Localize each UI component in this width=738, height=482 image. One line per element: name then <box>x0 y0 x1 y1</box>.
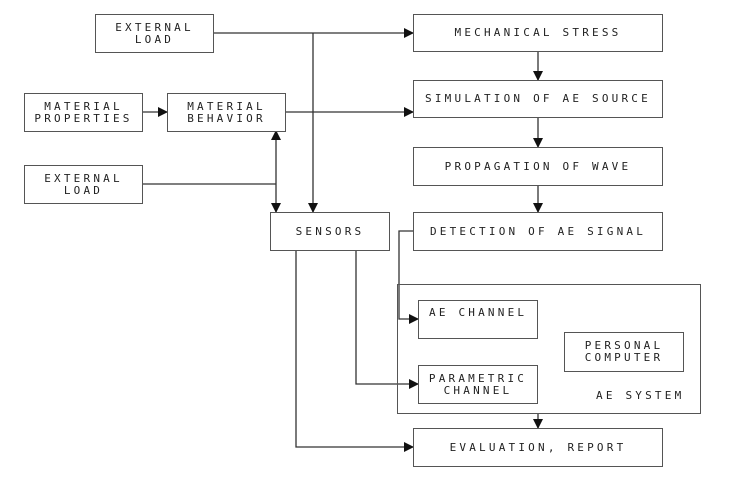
ae-system-container <box>397 284 701 414</box>
node-material-properties: MATERIAL PROPERTIES <box>24 93 143 132</box>
node-simulation-ae-source: SIMULATION OF AE SOURCE <box>413 80 663 118</box>
node-ae-channel: AE CHANNEL <box>418 300 538 339</box>
node-sensors: SENSORS <box>270 212 390 251</box>
edge-sensors-to-evaluation <box>295 250 414 452</box>
node-external-load-top: EXTERNAL LOAD <box>95 14 214 53</box>
node-personal-computer: PERSONAL COMPUTER <box>564 332 684 372</box>
node-mechanical-stress: MECHANICAL STRESS <box>413 14 663 52</box>
node-propagation-wave: PROPAGATION OF WAVE <box>413 147 663 186</box>
node-detection-ae-signal: DETECTION OF AE SIGNAL <box>413 212 663 251</box>
node-parametric-channel: PARAMETRIC CHANNEL <box>418 365 538 404</box>
node-material-behavior: MATERIAL BEHAVIOR <box>167 93 286 132</box>
node-evaluation-report: EVALUATION, REPORT <box>413 428 663 467</box>
edge-detection-to-ae-channel <box>398 230 419 324</box>
node-external-load-bottom: EXTERNAL LOAD <box>24 165 143 204</box>
ae-system-label: AE SYSTEM <box>596 389 685 402</box>
